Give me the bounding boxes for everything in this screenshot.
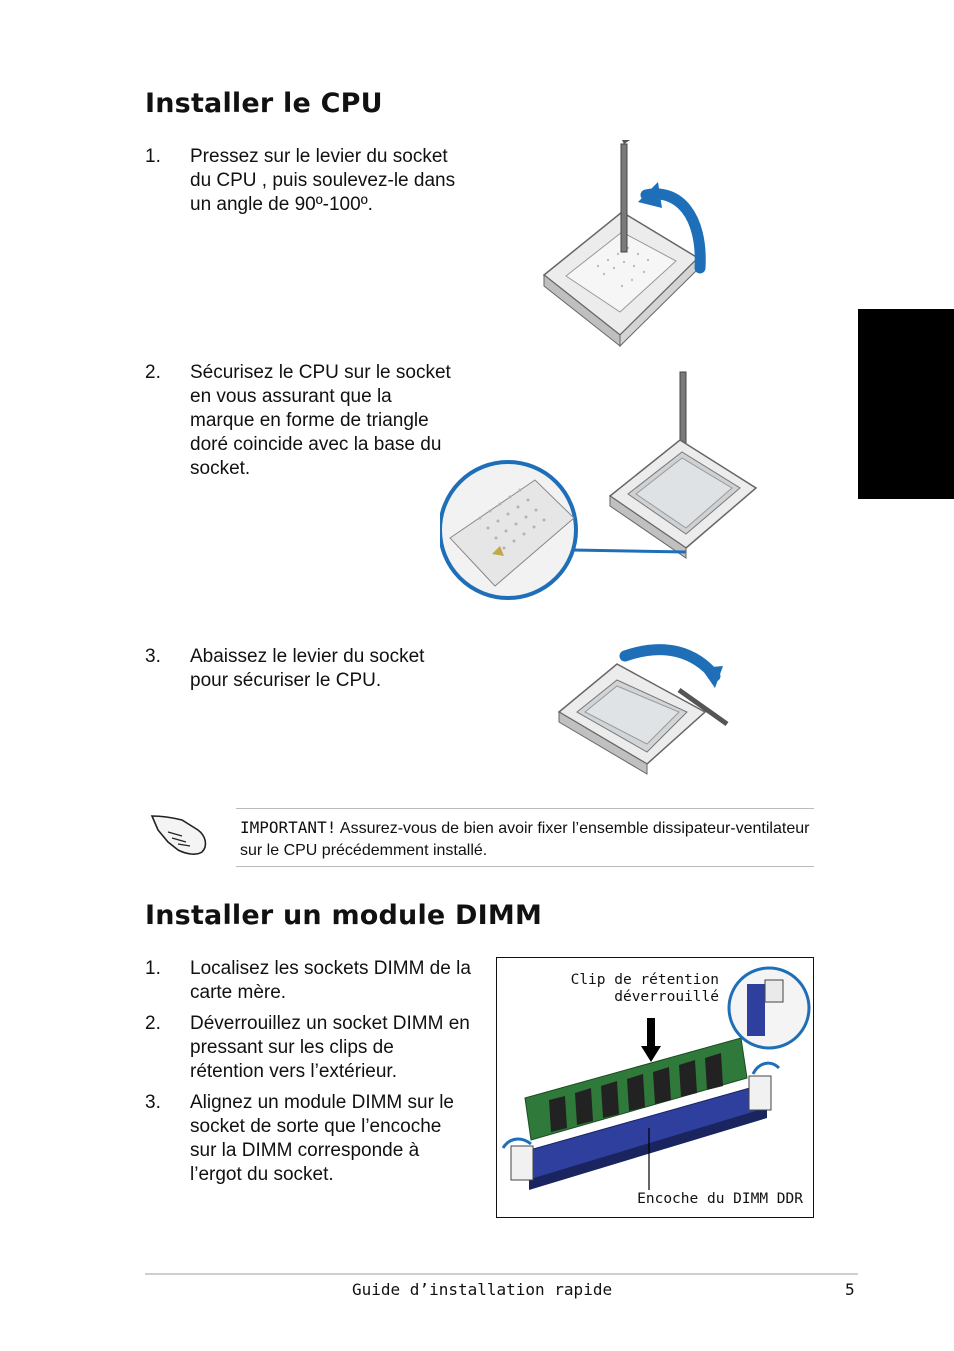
important-note: IMPORTANT! Assurez-vous de bien avoir fi… bbox=[236, 808, 814, 867]
side-tab-marker bbox=[858, 309, 954, 499]
cpu-lever-lowered-figure bbox=[557, 644, 729, 775]
dimm-step-3: 3. Alignez un module DIMM sur le socket … bbox=[145, 1091, 495, 1191]
dimm-step-2: 2. Déverrouillez un socket DIMM en press… bbox=[145, 1012, 495, 1087]
section-title-dimm: Installer un module DIMM bbox=[145, 900, 543, 931]
cpu-seated-figure bbox=[440, 371, 758, 600]
cpu-step-2: 2. Sécurisez le CPU sur le socket en vou… bbox=[145, 361, 475, 486]
step-text: Abaissez le levier du socket pour sécuri… bbox=[190, 646, 425, 691]
step-text: Localisez les sockets DIMM de la carte m… bbox=[190, 958, 471, 1003]
footer-title: Guide d’installation rapide bbox=[352, 1280, 613, 1299]
step-number: 1. bbox=[145, 146, 161, 167]
note-text: Assurez-vous de bien avoir fixer l’ensem… bbox=[240, 820, 810, 859]
step-text: Pressez sur le levier du socket du CPU ,… bbox=[190, 146, 456, 215]
dimm-step-1: 1. Localisez les sockets DIMM de la cart… bbox=[145, 957, 495, 1007]
step-text: Alignez un module DIMM sur le socket de … bbox=[190, 1092, 454, 1185]
dimm-clip-label: Clip de rétention déverrouillé bbox=[570, 972, 719, 1005]
cpu-socket-open-figure bbox=[542, 140, 706, 348]
step-number: 1. bbox=[145, 958, 161, 979]
page-number: 5 bbox=[845, 1280, 855, 1299]
cpu-step-3: 3. Abaissez le levier du socket pour séc… bbox=[145, 645, 475, 700]
dimm-illustration bbox=[501, 966, 811, 1190]
pointing-hand-icon bbox=[150, 815, 207, 855]
step-number: 3. bbox=[145, 646, 161, 667]
cpu-step-1: 1. Pressez sur le levier du socket du CP… bbox=[145, 145, 475, 225]
note-label: IMPORTANT! bbox=[240, 818, 337, 837]
footer-divider bbox=[145, 1273, 858, 1275]
step-number: 3. bbox=[145, 1092, 161, 1113]
dimm-notch-label: Encoche du DIMM DDR bbox=[637, 1191, 803, 1207]
step-text: Déverrouillez un socket DIMM en pressant… bbox=[190, 1013, 470, 1082]
step-number: 2. bbox=[145, 362, 161, 383]
section-title-cpu: Installer le CPU bbox=[145, 88, 383, 119]
step-text: Sécurisez le CPU sur le socket en vous a… bbox=[190, 362, 451, 479]
step-number: 2. bbox=[145, 1013, 161, 1034]
dimm-figure: Clip de rétention déverrouillé Encoche d… bbox=[496, 957, 814, 1218]
